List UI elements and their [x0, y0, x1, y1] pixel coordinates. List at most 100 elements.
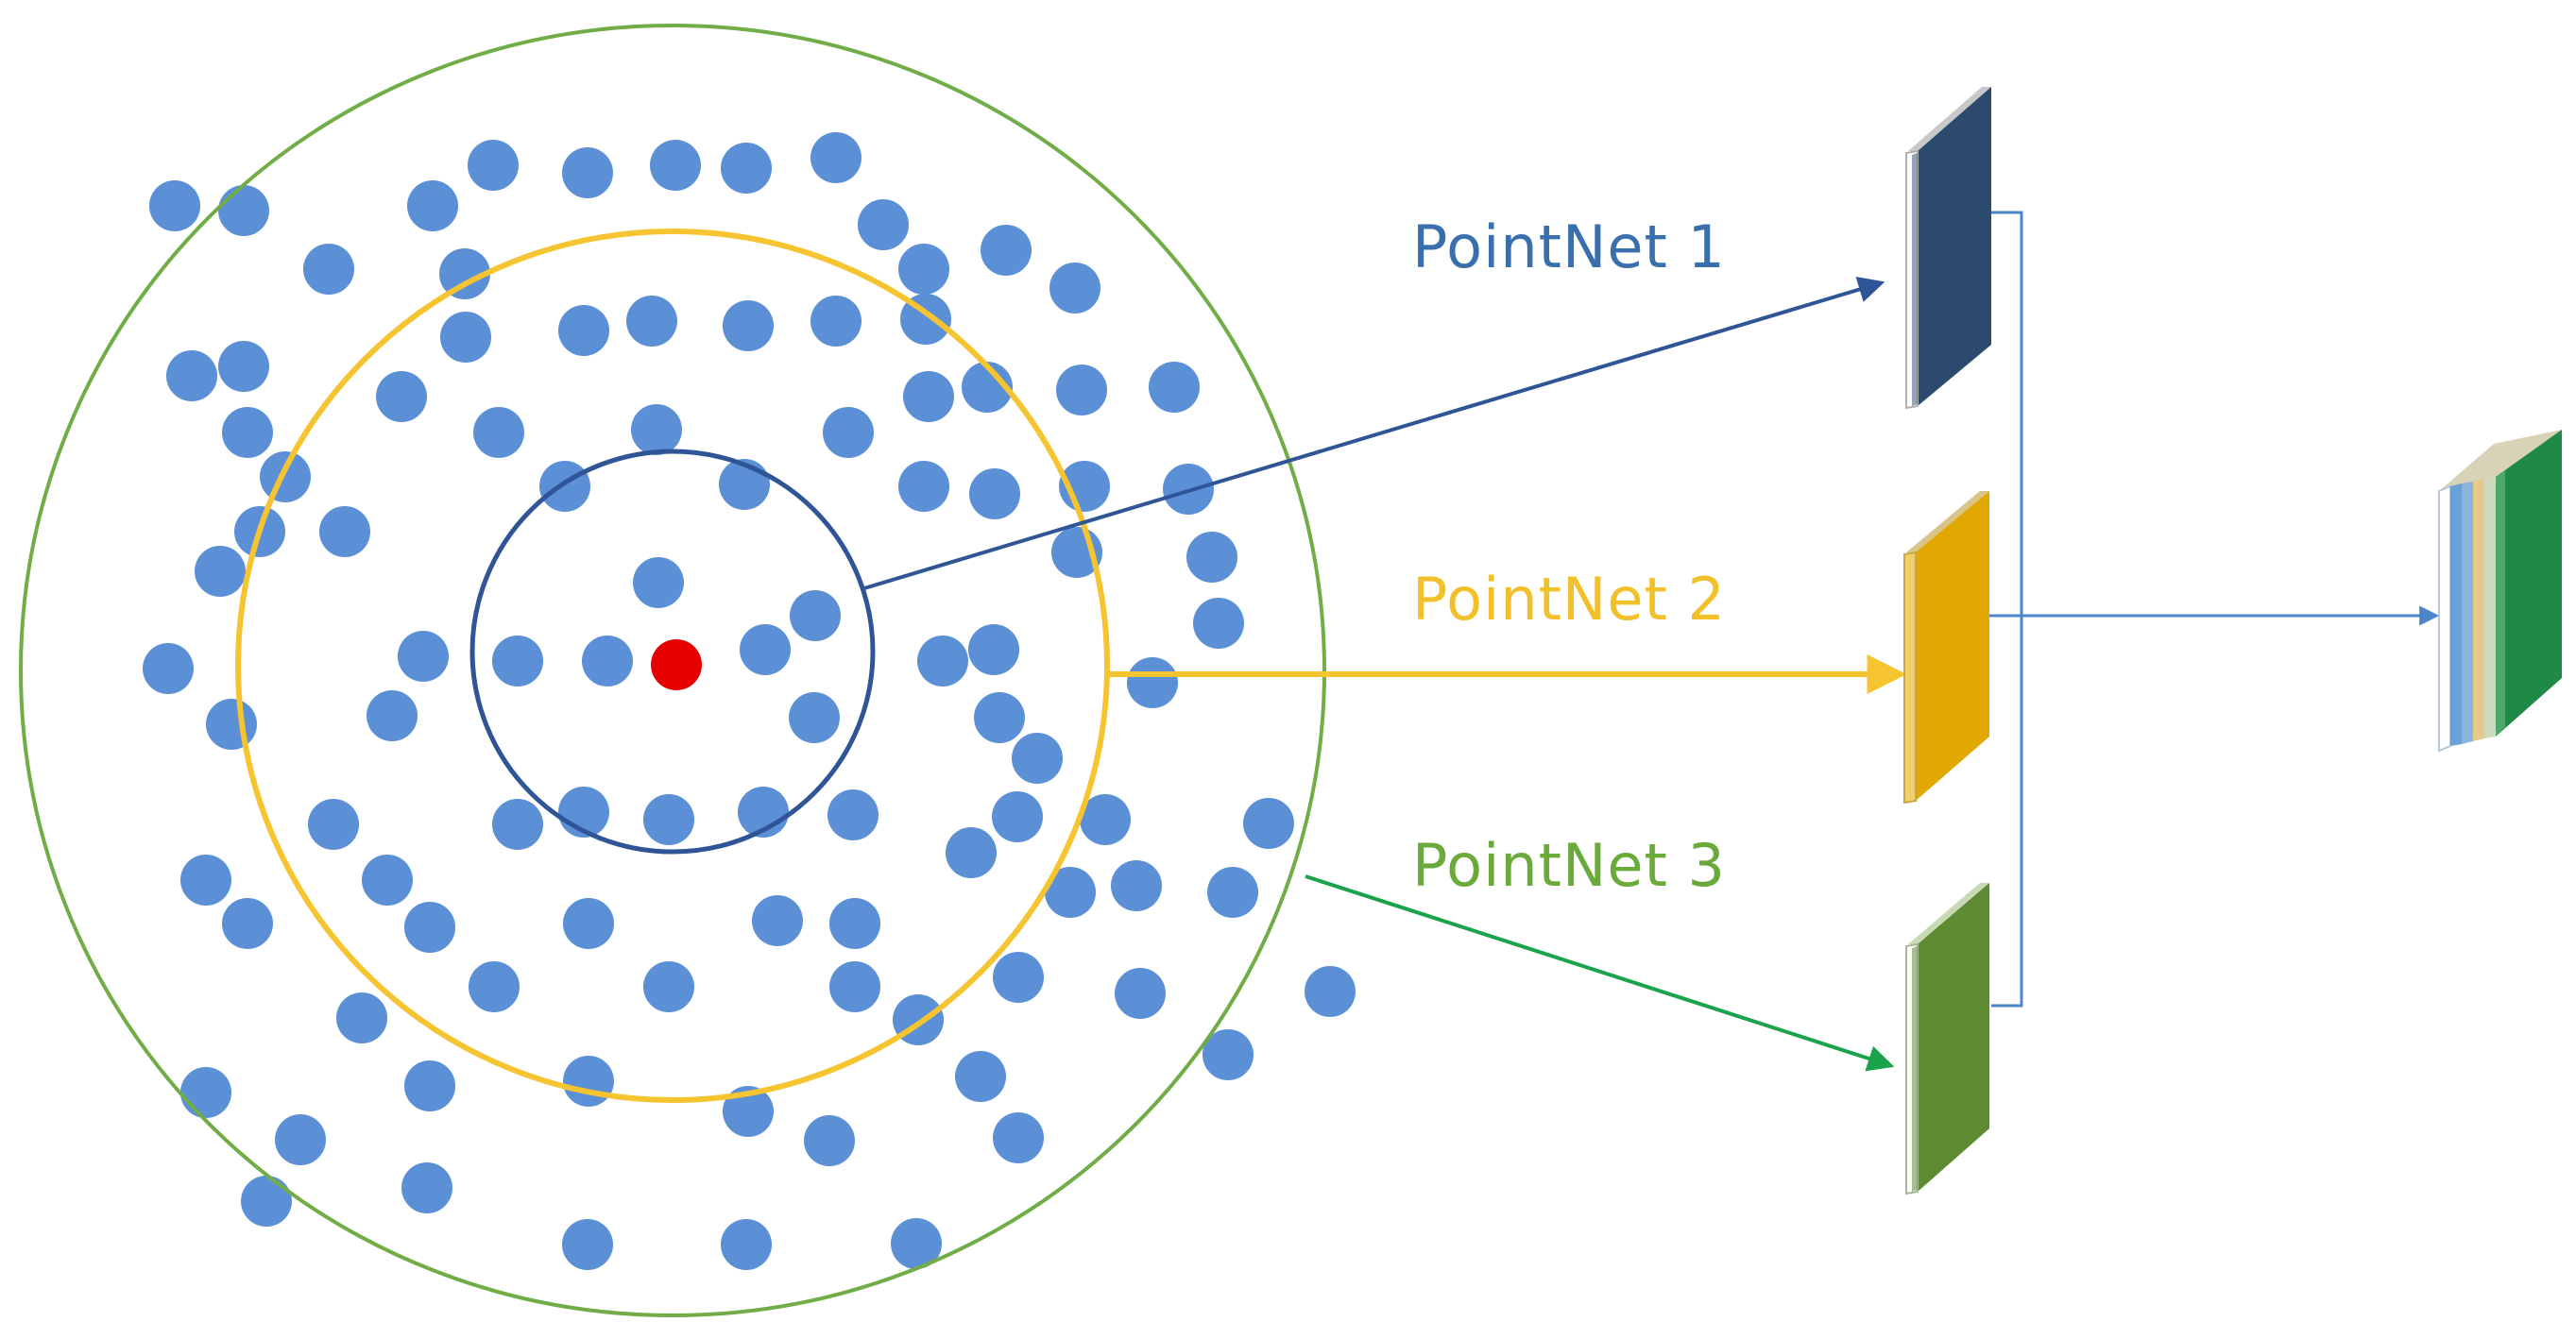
input-point: [631, 404, 682, 455]
input-point: [218, 341, 269, 392]
input-point: [241, 1176, 292, 1227]
input-point: [1305, 966, 1356, 1017]
input-point: [439, 248, 490, 299]
input-point: [643, 961, 694, 1012]
input-point: [149, 180, 200, 231]
input-point: [643, 794, 694, 845]
input-point: [539, 461, 590, 512]
input-point: [1115, 968, 1166, 1019]
input-point: [829, 898, 880, 949]
input-point: [473, 407, 524, 458]
input-point: [891, 1218, 942, 1269]
input-point: [993, 952, 1044, 1003]
input-point: [206, 699, 257, 750]
input-point: [633, 557, 684, 608]
input-point: [721, 1219, 772, 1270]
input-point: [260, 451, 311, 502]
input-point: [582, 636, 633, 686]
input-point: [492, 799, 543, 850]
input-point: [222, 407, 273, 458]
center-point: [651, 639, 702, 690]
input-point: [1207, 867, 1258, 918]
input-point: [993, 1112, 1044, 1163]
input-point: [723, 1086, 774, 1137]
input-point: [1186, 532, 1237, 583]
input-point: [404, 902, 455, 953]
input-point: [275, 1114, 326, 1165]
input-point: [962, 362, 1013, 413]
input-point: [789, 692, 840, 743]
input-point: [376, 371, 427, 422]
input-point: [974, 692, 1025, 743]
input-point: [917, 636, 968, 686]
input-point: [303, 244, 354, 295]
input-point: [222, 898, 273, 949]
input-point: [143, 643, 194, 694]
input-point: [319, 506, 370, 557]
input-point: [398, 631, 449, 682]
input-point: [858, 199, 909, 250]
concat-connector-bracket: [1991, 211, 2023, 1008]
input-point: [562, 147, 613, 198]
scale-3-circle: [19, 24, 1326, 1317]
input-point: [969, 468, 1020, 519]
input-point: [1056, 364, 1107, 415]
input-point: [195, 546, 246, 597]
input-point: [1049, 263, 1100, 314]
input-point: [180, 855, 231, 906]
input-point: [308, 799, 359, 850]
pointnet-1-feature-icon: [1905, 87, 1991, 410]
input-point: [336, 992, 387, 1043]
pointnet-3-feature-icon: [1905, 883, 1989, 1195]
input-point: [823, 407, 874, 458]
input-point: [955, 1051, 1006, 1102]
input-point: [180, 1067, 231, 1118]
input-point: [804, 1115, 855, 1166]
input-point: [626, 296, 677, 347]
input-point: [721, 143, 772, 194]
input-point: [827, 789, 879, 840]
input-point: [218, 185, 269, 236]
input-point: [440, 312, 491, 363]
input-point: [166, 350, 217, 401]
input-point: [1111, 860, 1162, 911]
input-point: [829, 961, 880, 1012]
input-point: [407, 180, 458, 231]
input-point: [401, 1162, 452, 1213]
input-point: [1149, 362, 1200, 413]
input-point: [810, 296, 862, 347]
input-point: [981, 225, 1032, 276]
input-point: [810, 132, 862, 183]
input-point: [469, 961, 520, 1012]
input-point: [1203, 1029, 1254, 1080]
input-point: [492, 636, 543, 686]
input-point: [1127, 657, 1178, 708]
concatenated-feature-icon: [2438, 430, 2562, 753]
input-point: [468, 140, 519, 191]
input-point: [1243, 798, 1294, 849]
input-point: [723, 300, 774, 351]
pointnet-2-label: PointNet 2: [1412, 565, 1726, 634]
input-point: [752, 895, 803, 946]
input-point: [1080, 794, 1131, 845]
input-point: [1193, 598, 1244, 649]
input-point: [898, 244, 949, 295]
input-point: [558, 305, 609, 356]
input-point: [563, 898, 614, 949]
input-point: [650, 140, 701, 191]
input-point: [563, 1056, 614, 1107]
scale-1-circle: [469, 449, 876, 855]
input-point: [790, 590, 841, 641]
pointnet-3-label: PointNet 3: [1412, 831, 1726, 900]
input-point: [968, 624, 1019, 675]
pointnet-2-feature-icon: [1903, 491, 1989, 805]
input-point: [1012, 733, 1063, 784]
input-point: [367, 690, 418, 741]
input-point: [562, 1219, 613, 1270]
input-point: [1045, 867, 1096, 918]
pointnet-1-label: PointNet 1: [1412, 212, 1726, 281]
input-point: [404, 1060, 455, 1111]
input-point: [903, 371, 954, 422]
